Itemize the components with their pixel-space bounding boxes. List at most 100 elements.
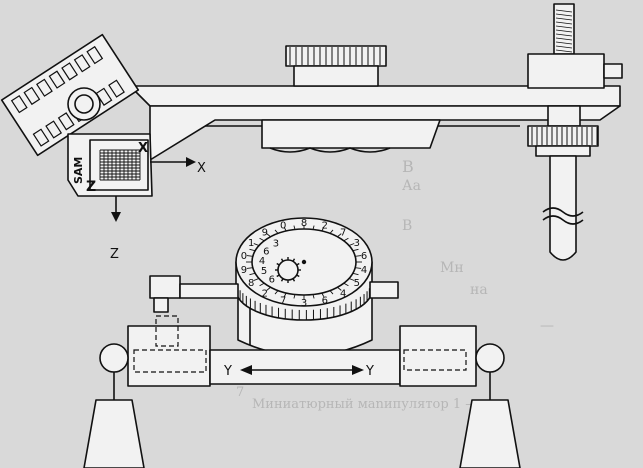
- dial-tick: [293, 225, 296, 230]
- y-left-hidden-bore: [133, 349, 207, 373]
- ghost-text-5: Мн: [440, 260, 464, 276]
- thread-line: [555, 33, 573, 37]
- probe-break-line-2: [542, 215, 584, 225]
- dial-tick: [343, 237, 349, 242]
- slot-top: [61, 62, 79, 81]
- dial-tick: [246, 267, 253, 269]
- y-guide-bar: [209, 349, 401, 385]
- right-foot: [459, 399, 521, 468]
- y-left-carriage: [127, 325, 211, 387]
- ghost-text-2: Аа: [402, 178, 421, 194]
- dial-outer-number: 4: [361, 265, 367, 276]
- y-right-carriage: [399, 325, 477, 387]
- probe-tube: [549, 155, 577, 261]
- dial-outer-number: 8: [301, 218, 307, 229]
- z-axis-arrowhead: [111, 212, 121, 222]
- top-knurled-knob[interactable]: [285, 45, 387, 87]
- carriage-arm: [129, 85, 621, 161]
- dial-outer-number: 5: [354, 278, 360, 289]
- dial-ticks: [246, 225, 362, 299]
- dial-outer-number: 9: [241, 265, 247, 276]
- slot-top: [36, 78, 53, 97]
- y-right-hidden-bore: [403, 349, 467, 371]
- dial-tick: [329, 229, 334, 234]
- gear-tooth: [276, 274, 280, 278]
- thread-line: [555, 45, 573, 49]
- arm-bar: [261, 119, 441, 149]
- dial-outer-number: 0: [241, 251, 247, 262]
- dial-outer-number: 6: [322, 296, 328, 307]
- dial-tick: [283, 292, 287, 297]
- dial-small-gear: [277, 259, 299, 281]
- sam-corner-x: X: [138, 141, 148, 156]
- dial-tick: [274, 290, 279, 295]
- thread-line: [555, 17, 573, 21]
- dial-tick: [337, 233, 342, 238]
- dial-right-screw[interactable]: [369, 281, 399, 299]
- thread-line: [555, 49, 573, 53]
- knob-knurling: [289, 47, 381, 65]
- dial-outer-number: 3: [354, 238, 360, 249]
- dial-tick: [283, 227, 287, 232]
- gear-tooth: [292, 278, 296, 282]
- dial-inner-number: 4: [259, 256, 265, 267]
- x-axis-label: X: [197, 161, 206, 176]
- end-block-bearing: [67, 87, 101, 121]
- slot-bottom: [32, 128, 50, 147]
- dial-outer-number: 4: [340, 289, 346, 300]
- dial-tick: [352, 272, 359, 276]
- dial-tick: [343, 282, 349, 287]
- end-block-bearing-inner: [74, 94, 94, 114]
- sam-head: SAM Z X: [67, 133, 153, 197]
- y-axis-arrowhead-left: [240, 365, 252, 375]
- z-axis-label: Z: [110, 247, 119, 262]
- dial-tick: [355, 255, 362, 257]
- gear-tooth: [292, 258, 296, 262]
- y-axis-arrowhead-right: [352, 365, 364, 375]
- dial-outer-number: 0: [280, 220, 286, 231]
- dial-left-post: [153, 297, 169, 313]
- dial-tick: [348, 243, 355, 246]
- slot-top: [23, 86, 41, 106]
- dial-tick: [259, 237, 265, 242]
- dial-outer-number: 8: [248, 278, 254, 289]
- probe-ring-base: [535, 145, 591, 157]
- dial-tick: [249, 248, 256, 252]
- dial-tick: [253, 278, 260, 281]
- dial-tick: [253, 243, 260, 246]
- x-axis-arrowhead: [186, 157, 196, 167]
- y-slide: Y Y: [127, 315, 477, 387]
- dial-outer-number: 2: [262, 289, 268, 300]
- ghost-text-7: —: [540, 318, 554, 334]
- z-axis-indicator: Z: [110, 196, 121, 262]
- gear-tooth: [276, 262, 280, 266]
- thread-line: [555, 9, 573, 13]
- dial-tick: [293, 294, 296, 299]
- thread-line: [555, 13, 573, 17]
- probe-screw-thread: [555, 9, 573, 53]
- thread-line: [555, 37, 573, 41]
- dial-tick: [329, 290, 334, 295]
- arm-bar-teeth: [269, 147, 391, 153]
- dial-center-pin: [301, 259, 307, 265]
- slot-top: [48, 70, 66, 89]
- ghost-text-8: 7: [236, 385, 244, 400]
- dial-tick: [259, 282, 265, 287]
- probe-side-screw[interactable]: [603, 63, 623, 79]
- sam-sensor-grid: [99, 149, 141, 181]
- slot-top: [10, 94, 28, 114]
- probe-collar: [547, 105, 581, 127]
- slot-bottom: [108, 79, 125, 98]
- probe-mount-block: [527, 53, 605, 89]
- dial-inner-number: 6: [263, 247, 269, 258]
- dial-outer-number: 1: [248, 238, 254, 249]
- knob-collar: [293, 65, 379, 87]
- right-support: [459, 343, 521, 468]
- thread-line: [555, 25, 573, 29]
- arm-top-rail: [129, 85, 621, 107]
- gear-tooth: [296, 274, 300, 278]
- dial-inner-number: 6: [269, 275, 275, 286]
- dial-tick: [266, 286, 271, 291]
